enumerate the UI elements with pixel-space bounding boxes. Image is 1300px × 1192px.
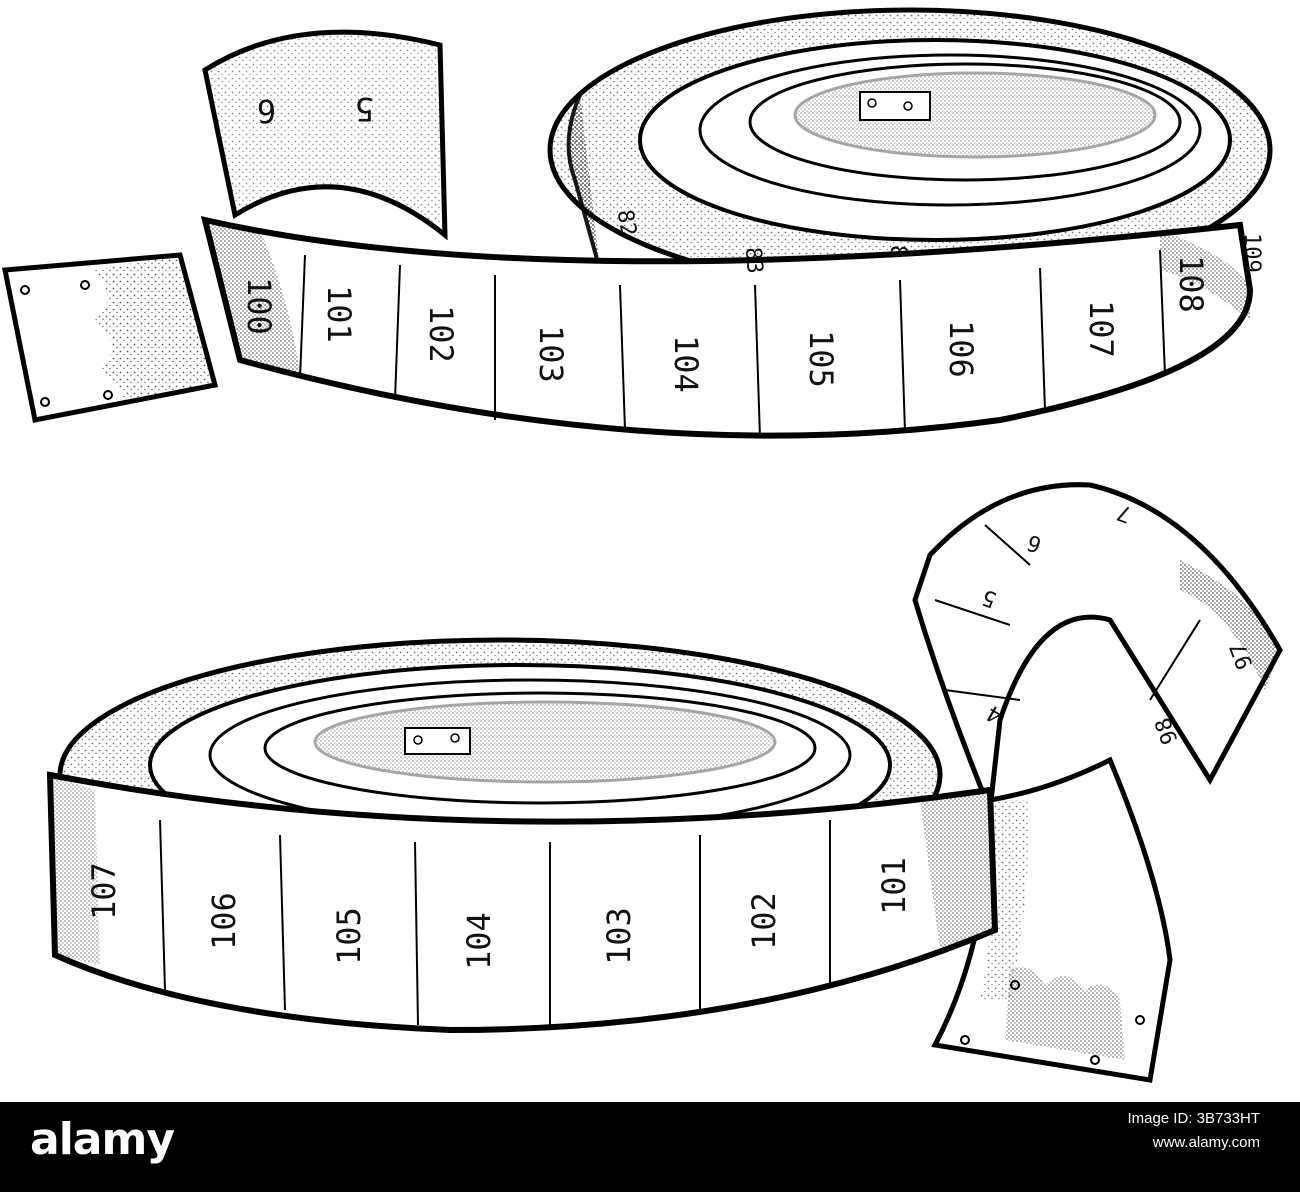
tape-number: 104 [667,335,705,393]
lower-tape: 7 6 5 4 3 2 97 98 [46,482,1283,1083]
upper-end-loop: 6 5 [202,29,448,241]
tape-number: 8 [885,245,910,258]
image-id-label: Image ID: 3B733HT [1127,1110,1260,1127]
tape-number: 103 [532,325,570,383]
upper-tape: 6 5 100 [2,7,1273,439]
tape-number: 105 [330,907,368,965]
upper-coil [547,7,1273,293]
tape-number: 102 [745,892,783,950]
tape-number: 106 [942,320,980,378]
tape-number: 5 [355,90,374,128]
measuring-tapes-illustration: 6 5 100 [2,7,1283,1083]
tape-number: 106 [205,892,243,950]
lower-tape-loop: 7 6 5 4 3 2 97 98 [912,482,1283,962]
tape-number: 6 [257,92,276,130]
source-url-label: www.alamy.com [1152,1134,1260,1151]
tape-number: 82 [612,208,641,238]
watermark-footer: alamy Image ID: 3B733HT www.alamy.com [0,1102,1300,1192]
upper-tape-band: 100 101 102 103 104 105 106 107 108 109 … [200,208,1264,439]
tape-number: 101 [875,857,913,915]
tape-number: 100 [240,277,278,335]
tape-number: 108 [1172,255,1210,313]
tape-number: 83 [740,246,767,275]
tape-number: 105 [802,330,840,388]
tape-number: 101 [320,285,358,343]
tape-number: 102 [422,305,460,363]
tape-number: 107 [85,862,123,920]
tape-number: 104 [460,912,498,970]
tape-number: 107 [1082,300,1120,358]
lower-tape-band: 107 106 105 104 103 102 101 [46,771,999,1034]
tape-number: 109 [1239,233,1264,273]
tape-number: 103 [600,907,638,965]
brand-logo: alamy [30,1114,175,1165]
upper-tape-tab [2,252,219,423]
